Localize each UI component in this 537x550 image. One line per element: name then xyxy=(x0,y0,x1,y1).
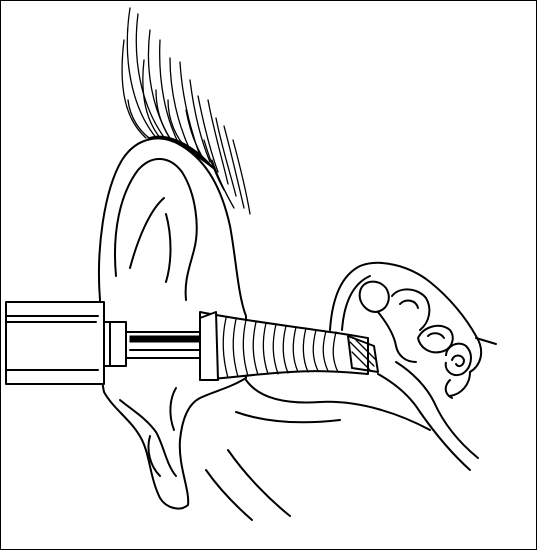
ear-canal xyxy=(200,312,378,380)
head-outline xyxy=(206,380,430,520)
